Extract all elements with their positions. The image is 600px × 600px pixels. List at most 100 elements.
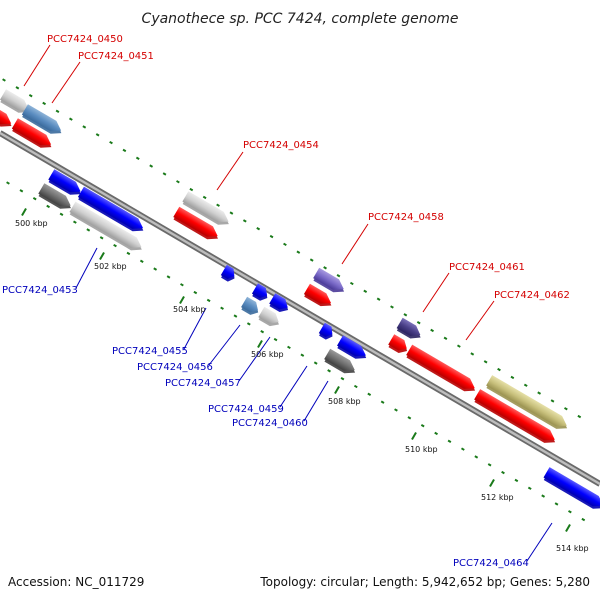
tick-mark <box>256 227 261 231</box>
tick-mark <box>430 328 434 333</box>
tick-mark <box>300 353 305 357</box>
gene-0457[interactable] <box>257 306 283 330</box>
tick-mark <box>420 423 425 428</box>
tick-mark <box>340 377 345 381</box>
major-tick-2 <box>179 296 185 304</box>
gene-0460[interactable] <box>323 348 359 378</box>
gene-label-pcc7424-0453[interactable]: PCC7424_0453 <box>2 285 78 296</box>
tick-mark <box>537 391 542 395</box>
lower-tick-track <box>6 181 586 522</box>
gene-label-pcc7424-0451[interactable]: PCC7424_0451 <box>78 51 154 62</box>
gene-0458[interactable] <box>312 267 348 297</box>
accession-text: Accession: NC_011729 <box>8 575 144 589</box>
tick-mark <box>416 320 421 325</box>
tick-mark <box>550 399 555 403</box>
leader-0461 <box>422 272 450 313</box>
gene-0459a[interactable] <box>318 322 337 342</box>
genome-summary-text: Topology: circular; Length: 5,942,652 bp… <box>259 575 590 589</box>
gene-0453b[interactable] <box>37 183 75 213</box>
gene-0450[interactable] <box>0 89 33 117</box>
major-tick-6 <box>489 479 495 487</box>
gene-label-pcc7424-0458[interactable]: PCC7424_0458 <box>368 212 444 223</box>
tick-mark <box>403 313 408 317</box>
gene-label-pcc7424-0462[interactable]: PCC7424_0462 <box>494 290 570 301</box>
leader-0453 <box>75 247 98 289</box>
tick-mark <box>460 447 465 451</box>
tick-mark <box>296 250 301 254</box>
tick-mark <box>220 306 224 310</box>
tick-mark <box>95 133 100 137</box>
gene-0453c[interactable] <box>77 186 148 236</box>
gene-label-pcc7424-0454[interactable]: PCC7424_0454 <box>243 140 319 151</box>
tick-mark <box>82 125 87 129</box>
gene-0449[interactable] <box>0 105 16 131</box>
gene-label-pcc7424-0450[interactable]: PCC7424_0450 <box>47 34 123 45</box>
tick-mark <box>363 289 368 294</box>
scale-label-508-kbp: 508 kbp <box>328 397 361 406</box>
leader-0450 <box>23 44 51 87</box>
gene-0462[interactable] <box>405 344 479 396</box>
gene-0461[interactable] <box>396 317 425 343</box>
scale-label-502-kbp: 502 kbp <box>94 262 127 271</box>
gene-0455[interactable] <box>220 264 239 284</box>
gene-0456[interactable] <box>240 296 262 318</box>
gene-0463b[interactable] <box>473 389 559 447</box>
genes-layer <box>0 89 600 513</box>
gene-0456b[interactable] <box>268 293 292 315</box>
gene-label-pcc7424-0457[interactable]: PCC7424_0457 <box>165 378 241 389</box>
gene-0451[interactable] <box>21 104 66 138</box>
tick-mark <box>367 392 372 397</box>
tick-mark <box>514 478 519 483</box>
gene-label-pcc7424-0459[interactable]: PCC7424_0459 <box>208 404 284 415</box>
gene-0454-shadow[interactable] <box>181 191 233 229</box>
tick-mark <box>336 274 341 278</box>
tick-mark <box>32 196 37 201</box>
leader-0454 <box>216 151 244 191</box>
gene-label-pcc7424-0455[interactable]: PCC7424_0455 <box>112 346 188 357</box>
tick-mark <box>246 322 251 326</box>
tick-mark <box>242 219 247 223</box>
tick-mark <box>390 305 394 309</box>
tick-mark <box>126 251 131 256</box>
gene-0459[interactable] <box>336 335 370 363</box>
tick-mark <box>564 407 568 411</box>
tick-mark <box>216 203 220 207</box>
gene-0456a[interactable] <box>251 283 271 303</box>
tick-mark <box>483 360 488 364</box>
gene-0452[interactable] <box>11 118 56 152</box>
tick-mark <box>28 93 33 98</box>
tick-mark <box>541 494 546 498</box>
gene-0453a[interactable] <box>47 169 85 199</box>
gene-label-pcc7424-0461[interactable]: PCC7424_0461 <box>449 262 525 273</box>
gene-0458b[interactable] <box>303 283 336 311</box>
gene-label-pcc7424-0464[interactable]: PCC7424_0464 <box>453 558 529 569</box>
major-tick-1 <box>99 252 105 260</box>
tick-mark <box>501 470 505 475</box>
tick-mark <box>470 352 475 356</box>
tick-mark <box>327 369 331 373</box>
tick-mark <box>6 181 10 185</box>
gene-0454[interactable] <box>172 206 222 244</box>
tick-mark <box>287 345 291 350</box>
tick-mark <box>2 78 6 82</box>
tick-mark <box>407 416 412 420</box>
tick-mark <box>42 101 47 106</box>
gene-0453d[interactable] <box>68 201 145 255</box>
tick-mark <box>510 375 515 380</box>
tick-mark <box>376 297 381 301</box>
gene-label-pcc7424-0456[interactable]: PCC7424_0456 <box>137 362 213 373</box>
tick-mark <box>349 281 354 286</box>
gene-0461b[interactable] <box>387 334 411 356</box>
tick-mark <box>73 220 77 224</box>
gene-0463[interactable] <box>485 375 571 433</box>
map-title: Cyanothece sp. PCC 7424, complete genome <box>142 11 459 27</box>
tick-mark <box>269 234 274 239</box>
tick-mark <box>99 236 104 240</box>
tick-mark <box>577 414 582 419</box>
tick-mark <box>233 314 238 318</box>
major-tick-7 <box>565 524 571 532</box>
gene-label-pcc7424-0460[interactable]: PCC7424_0460 <box>232 418 308 429</box>
tick-mark <box>46 204 51 209</box>
gene-0464[interactable] <box>542 467 600 513</box>
tick-mark <box>202 195 207 200</box>
